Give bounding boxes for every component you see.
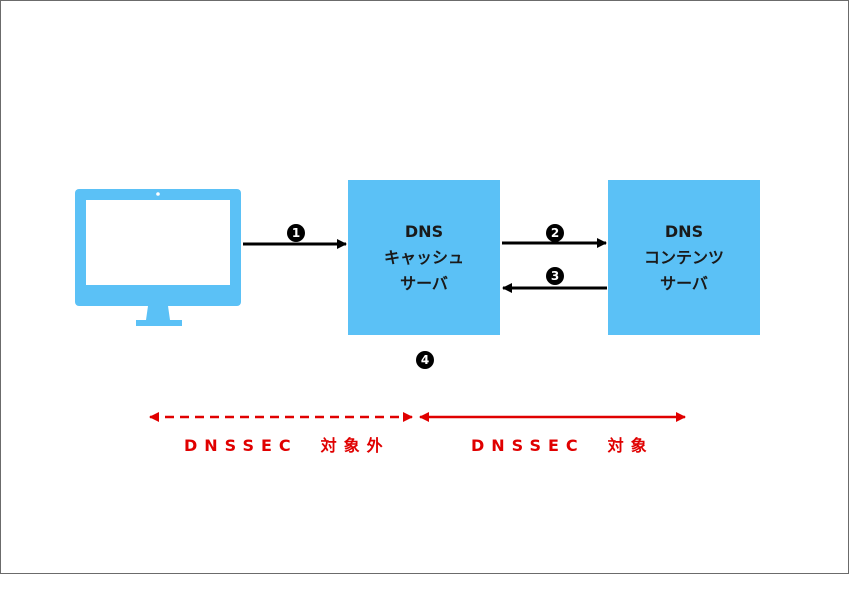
cache-server-line1: DNS [404,222,444,241]
step-4-badge: 4 [416,351,434,369]
content-server-box [608,180,760,335]
cache-server-line2: キャッシュ [383,248,464,267]
step-1-badge: 1 [287,224,305,242]
content-server-label: DNS コンテンツ サーバ [608,219,760,297]
content-server-line1: DNS [664,222,704,241]
cache-server-line3: サーバ [400,274,448,293]
scope-label-in: DNSSEC 対象 [471,436,654,455]
content-server-line3: サーバ [660,274,708,293]
scope-label-out: DNSSEC 対象外 [184,436,390,455]
step-2-badge: 2 [546,224,564,242]
step-3-badge: 3 [546,267,564,285]
content-server-line2: コンテンツ [643,248,724,267]
cache-server-label: DNS キャッシュ サーバ [348,219,500,297]
desktop-monitor-icon [75,189,241,326]
cache-server-box [348,180,500,335]
